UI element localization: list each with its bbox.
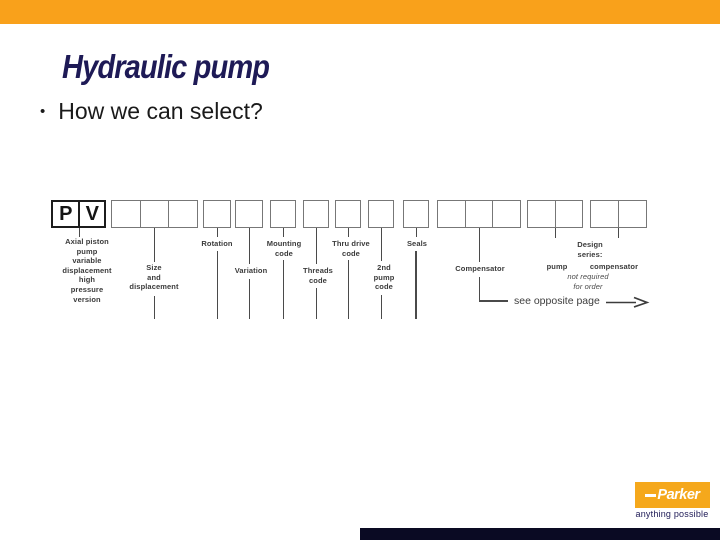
code-box-group-compensator (437, 200, 521, 228)
code-box-group-size (111, 200, 198, 228)
code-cell-empty (204, 201, 230, 227)
code-cell-p: P (59, 202, 72, 225)
connector-line (555, 228, 556, 238)
leader-line (249, 279, 250, 319)
connector-line (154, 228, 155, 262)
code-box-thru-drive (335, 200, 361, 228)
label-second-pump-code: 2nd pump code (373, 263, 395, 292)
code-box-group-design-pump (527, 200, 583, 228)
code-cell-empty (336, 201, 360, 227)
logo-tagline: anything possible (635, 509, 709, 519)
parker-logo: Parker (635, 482, 710, 508)
code-box-rotation (203, 200, 231, 228)
arrow-right-icon (606, 296, 650, 308)
code-cell-empty (404, 201, 428, 227)
leader-line (154, 296, 155, 319)
connector-line (79, 228, 80, 237)
label-seals: Seals (406, 239, 428, 248)
label-mounting-code: Mounting code (266, 239, 302, 258)
connector-line (283, 228, 284, 237)
connector-line (249, 228, 250, 264)
label-axial-piston: Axial piston pump variable displacement … (62, 237, 112, 304)
connector-line (381, 228, 382, 261)
connector-line (348, 228, 349, 237)
code-cell-empty (369, 201, 393, 227)
page-title: Hydraulic pump (62, 48, 270, 85)
code-cell-empty (464, 201, 493, 227)
connector-line (618, 228, 619, 238)
label-rotation: Rotation (201, 239, 233, 248)
code-cell-empty (236, 201, 262, 227)
leader-line (316, 288, 317, 319)
code-box-variation (235, 200, 263, 228)
connector-line (217, 228, 218, 237)
code-cell-empty (591, 201, 618, 227)
code-cell-empty (554, 201, 583, 227)
code-box-group-prefix: P V (51, 200, 106, 228)
code-box-group-design-compensator (590, 200, 647, 228)
bullet-item: • How we can select? (40, 98, 263, 125)
leader-line (283, 260, 284, 319)
logo-dash-icon (645, 493, 657, 497)
bullet-marker: • (40, 103, 46, 120)
code-cell-empty (168, 201, 197, 227)
connector-line (316, 228, 317, 264)
leader-line (381, 295, 382, 319)
label-design-series: Design series: (577, 240, 603, 259)
connector-line (479, 228, 480, 262)
leader-line (479, 277, 480, 301)
code-cell-empty (139, 201, 169, 227)
label-order-note: not required for order (567, 272, 609, 291)
code-box-threads (303, 200, 329, 228)
logo-brand-text: Parker (657, 487, 700, 503)
label-variation: Variation (234, 266, 268, 275)
code-cell-empty (618, 201, 646, 227)
see-opposite-page-note: see opposite page (514, 295, 600, 307)
leader-line (217, 251, 218, 319)
code-cell-empty (304, 201, 328, 227)
code-box-seals (403, 200, 429, 228)
code-cell-empty (271, 201, 295, 227)
leader-line (348, 260, 349, 319)
code-box-second-pump (368, 200, 394, 228)
label-threads-code: Threads code (303, 266, 333, 285)
code-cell-empty (492, 201, 520, 227)
label-design-compensator: compensator (589, 262, 639, 271)
label-size-displacement: Size and displacement (129, 263, 179, 292)
label-compensator: Compensator (455, 264, 505, 273)
connector-line (416, 228, 417, 237)
leader-line (415, 251, 417, 319)
code-cell-empty (528, 201, 555, 227)
label-thru-drive-code: Thru drive code (332, 239, 370, 258)
code-cell-v: V (77, 202, 105, 226)
label-design-pump: pump (546, 262, 568, 271)
code-box-mounting (270, 200, 296, 228)
code-cell-empty (112, 201, 140, 227)
footer-accent-bar (360, 528, 720, 540)
elbow-line (479, 300, 508, 302)
bullet-text: How we can select? (58, 98, 263, 124)
top-accent-bar (0, 0, 720, 24)
code-cell-empty (438, 201, 465, 227)
